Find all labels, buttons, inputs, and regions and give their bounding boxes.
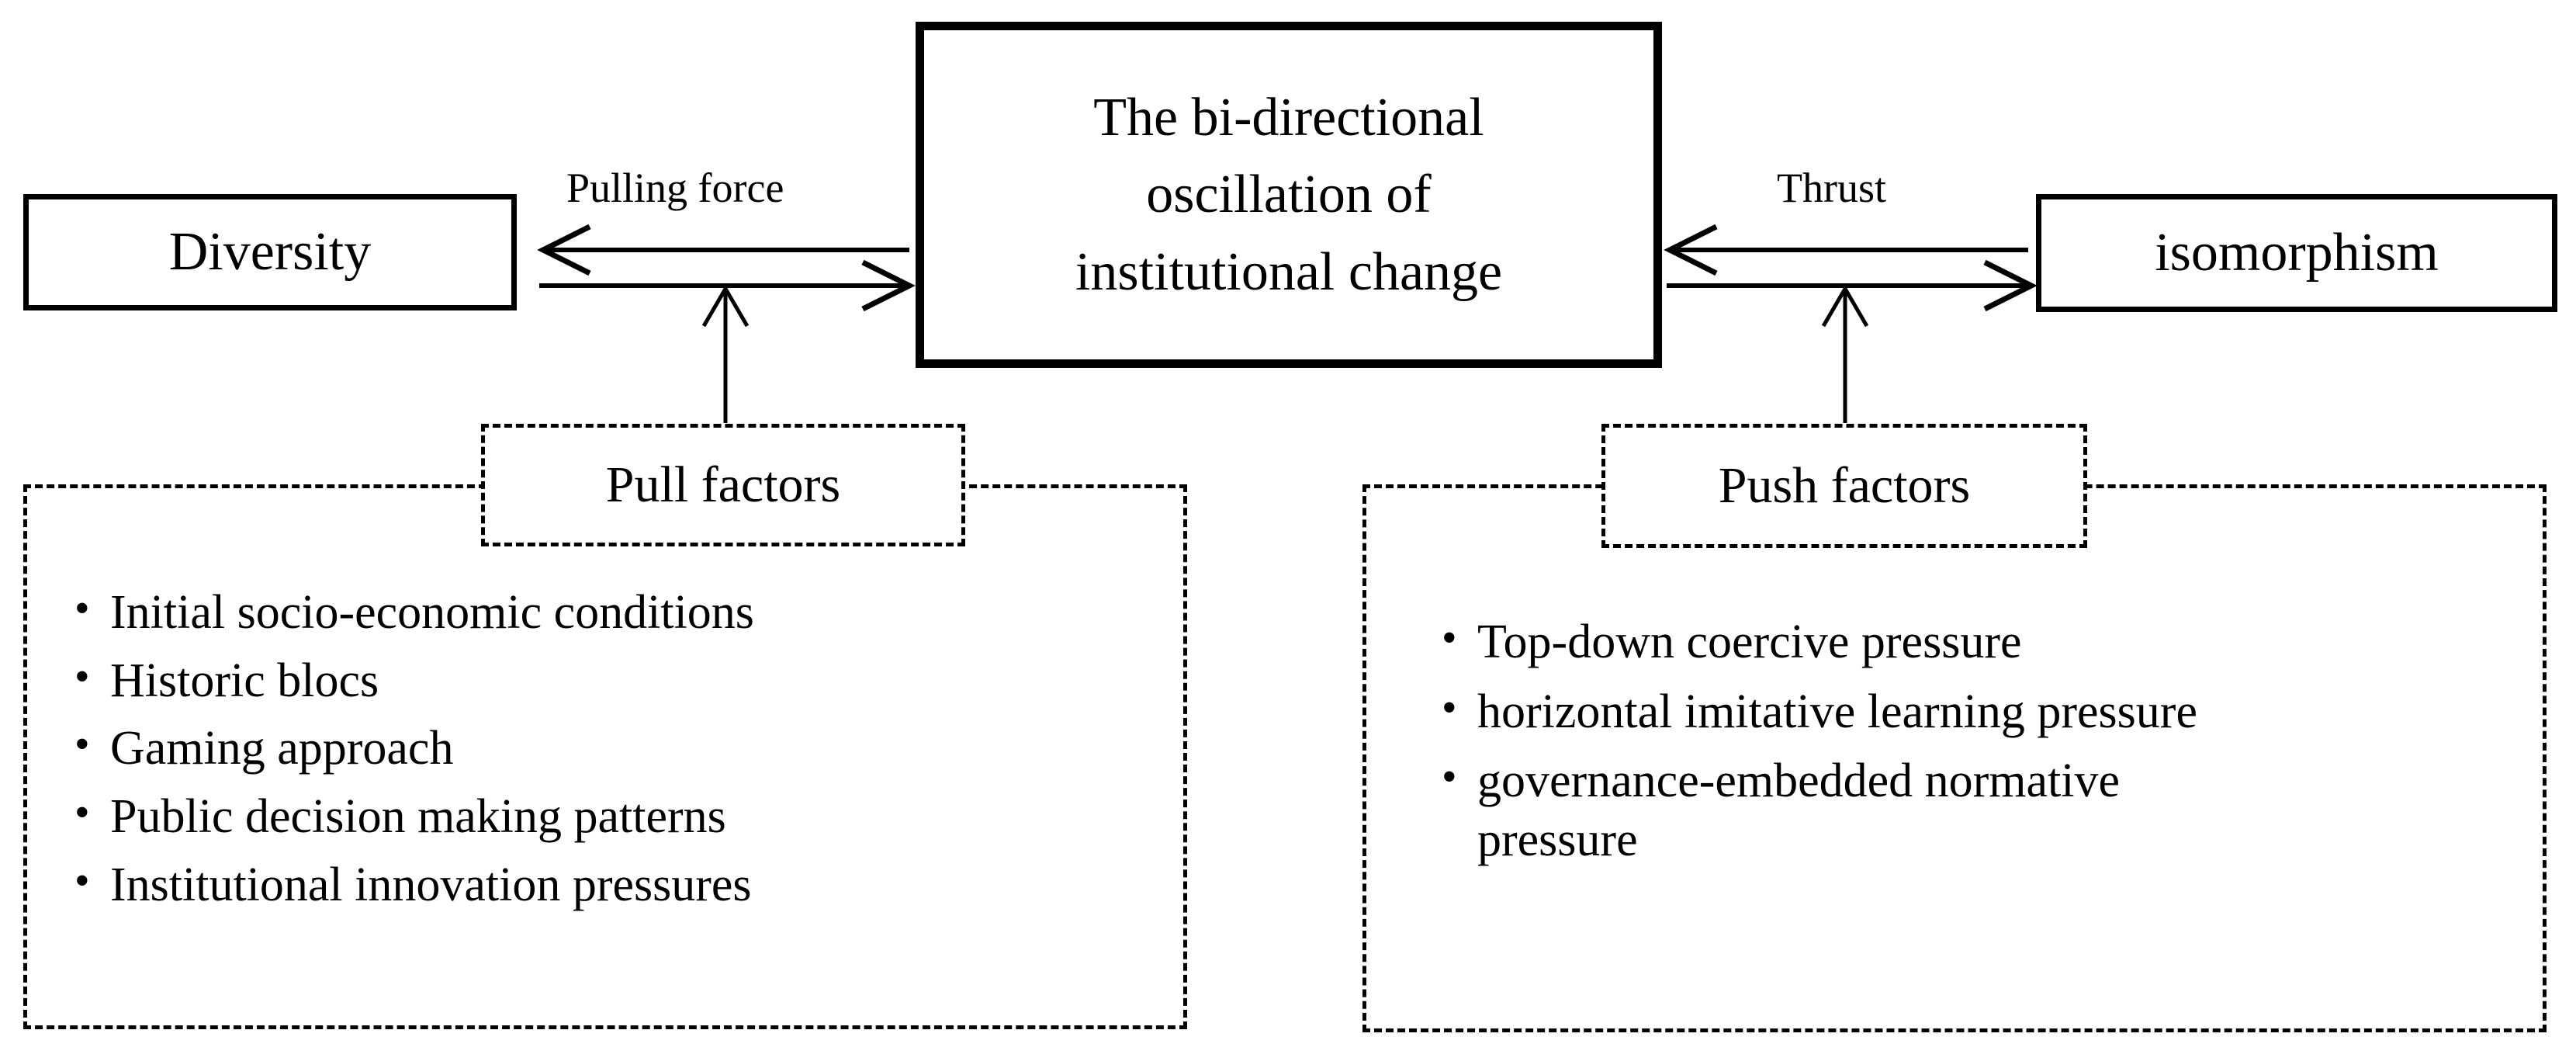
arrow-right-upper-head	[1664, 224, 1718, 276]
arrow-right-lower-head	[1983, 259, 2038, 312]
list-item: Public decision making patterns	[74, 786, 1130, 847]
list-item: Gaming approach	[74, 718, 1130, 779]
list-item: Top-down coercive pressure	[1442, 612, 2512, 672]
arrow-push-connector-head	[1821, 285, 1869, 328]
diversity-label: Diversity	[168, 222, 372, 283]
pull-factors-list: Initial socio-economic conditionsHistori…	[74, 582, 1130, 924]
arrow-left-lower-head	[861, 259, 916, 312]
arrow-label-thrust: Thrust	[1777, 165, 1886, 211]
arrow-left-upper-head	[537, 224, 591, 276]
diversity-box: Diversity	[23, 194, 517, 310]
push-factors-title-box: Push factors	[1601, 424, 2087, 548]
push-factors-title: Push factors	[1718, 457, 1971, 514]
isomorphism-label: isomorphism	[2155, 223, 2439, 283]
isomorphism-box: isomorphism	[2036, 194, 2557, 312]
arrow-label-pulling-force: Pulling force	[566, 165, 784, 211]
list-item: Initial socio-economic conditions	[74, 582, 1130, 643]
pull-factors-title: Pull factors	[605, 456, 841, 513]
pull-factors-title-box: Pull factors	[481, 424, 965, 546]
list-item: Institutional innovation pressures	[74, 855, 1130, 915]
arrow-pull-connector-head	[701, 285, 750, 328]
list-item: Historic blocs	[74, 650, 1130, 711]
list-item: governance-embedded normative pressure	[1442, 751, 2512, 869]
push-factors-list: Top-down coercive pressure horizontal imi…	[1442, 612, 2512, 881]
list-item: horizontal imitative learning pressure	[1442, 682, 2512, 742]
